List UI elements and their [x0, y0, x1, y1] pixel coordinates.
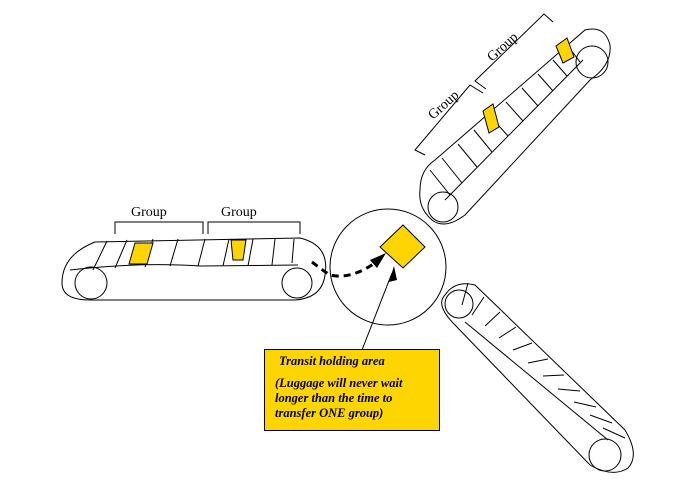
left-conveyor-belt [61, 237, 327, 301]
note-title: Transit holding area [279, 354, 385, 368]
bottom-right-roller-bottom [588, 438, 622, 472]
note-line-3: transfer ONE group) [275, 406, 384, 420]
group-label-top-right-2: Group [485, 30, 522, 65]
transit-note-box: Transit holding area (Luggage will never… [264, 349, 440, 431]
top-right-roller-inner [427, 191, 459, 223]
note-line-2: longer than the time to [275, 391, 393, 405]
transit-holding-area-circle [329, 208, 447, 326]
left-roller-rear [74, 266, 108, 300]
luggage-top-right-1 [482, 103, 500, 134]
group-bracket-left-2 [207, 221, 301, 234]
group-label-top-right-1: Group [426, 88, 463, 123]
transfer-arrowhead [370, 253, 386, 268]
top-right-conveyor-belt [419, 28, 611, 225]
note-pointer-line [361, 272, 393, 351]
transfer-dashed-arrow [311, 260, 376, 278]
luggage-left-2 [230, 239, 247, 261]
top-right-roller-outer [575, 45, 609, 79]
group-label-left-2: Group [221, 205, 257, 220]
note-line-1: (Luggage will never wait [275, 376, 403, 390]
group-bracket-left-1 [114, 221, 204, 234]
left-roller-front [281, 267, 313, 299]
luggage-left-1 [128, 242, 154, 265]
luggage-top-right-2 [555, 37, 575, 64]
group-label-left-1: Group [131, 205, 167, 220]
group-bracket-top-right-1 [414, 84, 484, 156]
bottom-right-roller-top [444, 289, 474, 319]
group-bracket-top-right-2 [474, 13, 554, 90]
note-pointer-arrowhead [389, 266, 397, 282]
bottom-right-conveyor-belt [441, 282, 634, 473]
luggage-transit [379, 224, 426, 269]
